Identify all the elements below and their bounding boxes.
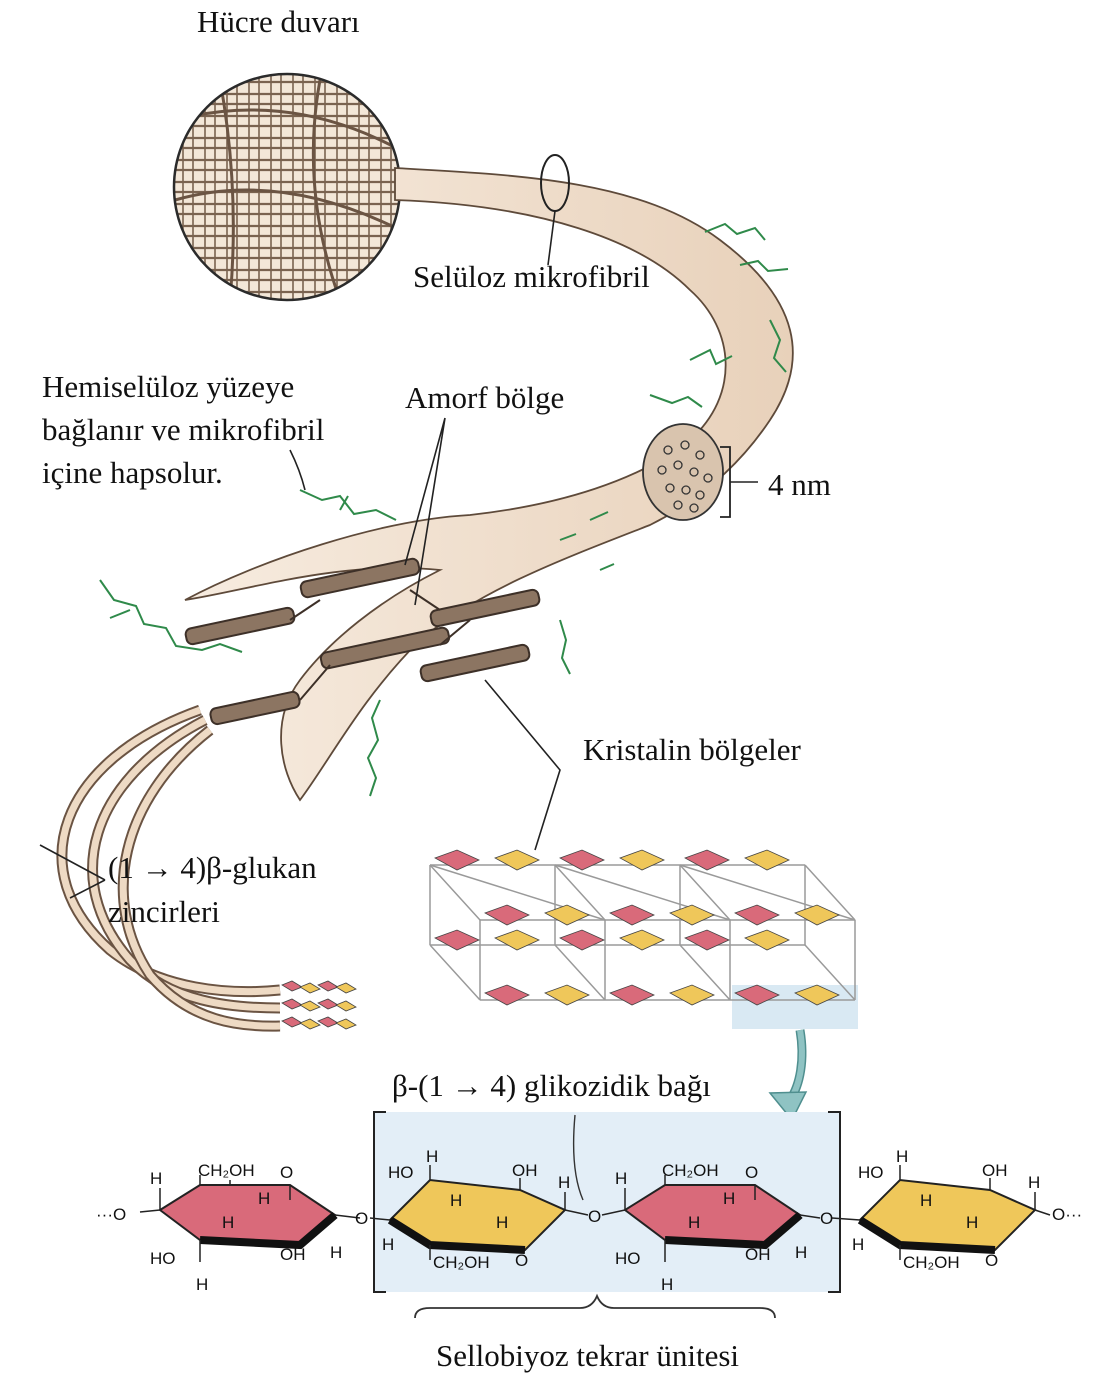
glucose-ring-1 bbox=[160, 1185, 335, 1245]
atom-ho: HO bbox=[615, 1249, 641, 1268]
atom-h: H bbox=[966, 1213, 978, 1232]
link-o: O bbox=[355, 1209, 368, 1228]
atom-ho: HO bbox=[388, 1163, 414, 1182]
atom-ch2oh: CH₂OH bbox=[198, 1161, 255, 1180]
atom-h: H bbox=[150, 1169, 162, 1188]
atom-o-ring: O bbox=[280, 1163, 293, 1182]
atom-o-ring: O bbox=[985, 1251, 998, 1270]
zoom-arrow bbox=[770, 1030, 806, 1120]
atom-oh: OH bbox=[982, 1161, 1008, 1180]
atom-h: H bbox=[852, 1235, 864, 1254]
atom-h: H bbox=[661, 1275, 673, 1294]
atom-h: H bbox=[222, 1213, 234, 1232]
label-hemicellulose-1: Hemiselüloz yüzeye bbox=[42, 369, 294, 404]
label-repeat-unit: Sellobiyoz tekrar ünitesi bbox=[436, 1338, 739, 1373]
atom-h: H bbox=[1028, 1173, 1040, 1192]
atom-h: H bbox=[896, 1147, 908, 1166]
atom-h: H bbox=[723, 1189, 735, 1208]
atom-h: H bbox=[382, 1235, 394, 1254]
label-glucan-2: zincirleri bbox=[108, 894, 220, 929]
atom-h: H bbox=[258, 1189, 270, 1208]
label-amorphous: Amorf bölge bbox=[405, 380, 564, 415]
atom-h: H bbox=[196, 1275, 208, 1294]
atom-h: H bbox=[688, 1213, 700, 1232]
atom-o-ring: O bbox=[745, 1163, 758, 1182]
atom-ch2oh: CH₂OH bbox=[433, 1253, 490, 1272]
atom-h: H bbox=[558, 1173, 570, 1192]
label-cell-wall: Hücre duvarı bbox=[197, 4, 360, 39]
atom-oh: OH bbox=[745, 1245, 771, 1264]
atom-ch2oh: CH₂OH bbox=[662, 1161, 719, 1180]
label-size: 4 nm bbox=[768, 467, 831, 502]
label-glycosidic-bond: β-(1 → 4) glikozidik bağı bbox=[392, 1068, 711, 1103]
label-crystalline: Kristalin bölgeler bbox=[583, 732, 801, 767]
glucan-chain-ends bbox=[282, 981, 356, 1029]
link-o: O bbox=[588, 1207, 601, 1226]
atom-oh: OH bbox=[280, 1245, 306, 1264]
atom-ho: HO bbox=[858, 1163, 884, 1182]
glucose-ring-4 bbox=[860, 1180, 1035, 1250]
atom-h: H bbox=[330, 1243, 342, 1262]
label-glucan-1: (1 → 4)β-glukan bbox=[108, 850, 317, 885]
label-hemicellulose-2: bağlanır ve mikrofibril bbox=[42, 412, 324, 447]
atom-ch2oh: CH₂OH bbox=[903, 1253, 960, 1272]
atom-h: H bbox=[615, 1169, 627, 1188]
atom-h: H bbox=[920, 1191, 932, 1210]
chain-left-end: ···O bbox=[96, 1205, 126, 1224]
atom-h: H bbox=[795, 1243, 807, 1262]
atom-h: H bbox=[426, 1147, 438, 1166]
atom-h: H bbox=[496, 1213, 508, 1232]
label-hemicellulose-3: içine hapsolur. bbox=[42, 455, 223, 490]
chain-right-end: O··· bbox=[1052, 1205, 1082, 1224]
label-microfibril: Selüloz mikrofibril bbox=[413, 259, 650, 294]
atom-ho: HO bbox=[150, 1249, 176, 1268]
atom-oh: OH bbox=[512, 1161, 538, 1180]
crystal-lattice bbox=[430, 850, 858, 1029]
link-o: O bbox=[820, 1209, 833, 1228]
atom-o-ring: O bbox=[515, 1251, 528, 1270]
atom-h: H bbox=[450, 1191, 462, 1210]
cell-wall-detail bbox=[174, 74, 400, 300]
